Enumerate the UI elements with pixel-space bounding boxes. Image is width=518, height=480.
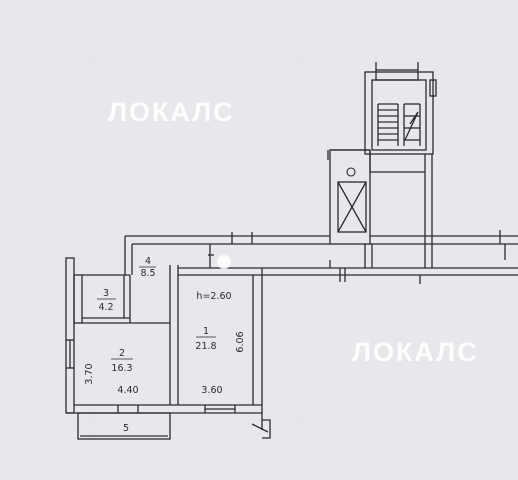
room-labels: 4 8.5 3 4.2 h=2.60 1 21.8 2 16.3 xyxy=(97,256,232,374)
watermark-top: ЛОКАЛС xyxy=(108,97,235,127)
dimension-balcony-width: 5 xyxy=(123,423,129,434)
watermark-right: ЛОКАЛС xyxy=(352,337,479,367)
room-4-area: 8.5 xyxy=(140,268,155,279)
room-2-area: 16.3 xyxy=(111,363,132,374)
photo-glare xyxy=(217,255,231,269)
dimension-labels: 3.70 4.40 3.60 6.06 5 xyxy=(84,331,246,434)
room-1-number: 1 xyxy=(203,326,209,337)
room-2-number: 2 xyxy=(119,348,125,359)
dimension-room1-width: 3.60 xyxy=(201,385,222,396)
room-4-number: 4 xyxy=(145,256,151,267)
room-1-area: 21.8 xyxy=(195,341,216,352)
dimension-room1-height: 6.06 xyxy=(235,331,246,352)
room-3-area: 4.2 xyxy=(98,302,113,313)
dimension-room2-height: 3.70 xyxy=(84,363,95,384)
room-3-number: 3 xyxy=(103,288,109,299)
elevator-symbol xyxy=(346,167,356,177)
dimension-room2-width: 4.40 xyxy=(117,385,138,396)
walls xyxy=(65,62,518,440)
ceiling-height: h=2.60 xyxy=(196,291,231,302)
